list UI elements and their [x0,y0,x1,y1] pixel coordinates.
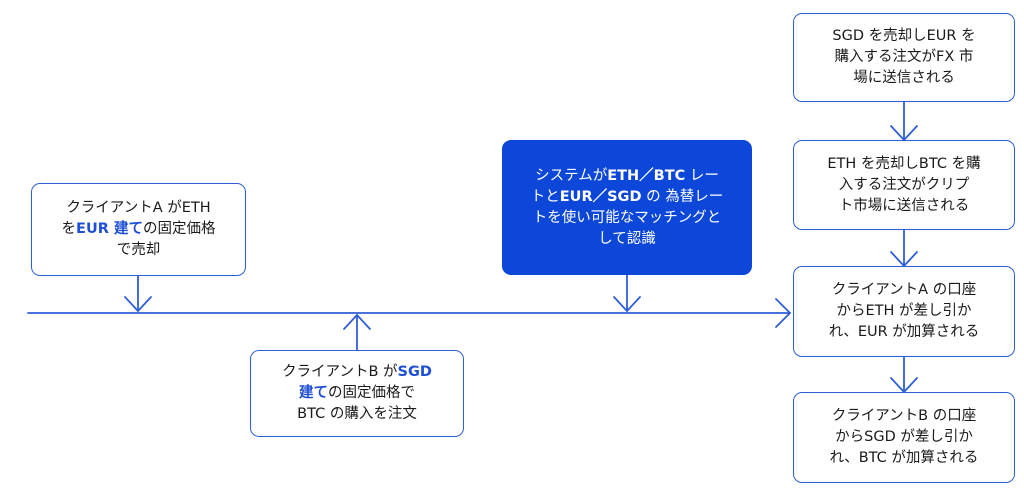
node-text: れ、BTC が加算される [829,450,979,466]
node-text: を [61,221,77,237]
node-text: BTC の購入を注文 [297,406,417,422]
node-text: で売却 [116,242,161,258]
node-text: ト市場に送信される [838,197,970,214]
currency-highlight: SGD [397,364,432,380]
node-text: からSGD が差し引か [835,429,973,445]
node-text: クライアントA の口座 [831,282,977,298]
system-match-node: システムがETH／BTC レー トとEUR／SGD の 為替レー トを使い可能な… [502,140,752,275]
node-text: レー [685,167,719,184]
node-text: れ、EUR が加算される [828,324,980,340]
currency-highlight: EUR 建て [76,221,143,237]
settle-a-node: クライアントA の口座 からETH が差し引か れ、EUR が加算される [793,266,1015,357]
node-text: 購入する注文がFX 市 [834,49,974,65]
node-text: の 為替レー [641,188,724,205]
node-text: クライアントB の口座 [831,408,977,424]
pair-highlight: EUR／SGD [559,188,642,205]
node-text: の固定価格で [328,385,415,401]
crypto-order-node: ETH を売却しBTC を購 入する注文がクリプ ト市場に送信される [793,140,1015,230]
node-text: ETH を売却しBTC を購 [827,155,981,172]
fx-order-node: SGD を売却しEUR を 購入する注文がFX 市 場に送信される [793,13,1015,102]
settle-b-node: クライアントB の口座 からSGD が差し引か れ、BTC が加算される [793,392,1015,483]
node-text: クライアントA がETH [66,200,211,216]
node-text: して認識 [598,230,656,247]
node-text: の固定価格 [142,221,216,237]
pair-highlight: ETH／BTC [607,167,686,184]
node-text: システムが [535,167,608,184]
node-text: トを使い可能なマッチングと [532,209,722,226]
client-b-buy-node: クライアントB がSGD 建ての固定価格で BTC の購入を注文 [250,350,464,437]
timeline-arrowhead [775,298,791,328]
node-text: SGD を売却しEUR を [832,28,976,44]
node-text: クライアントB が [282,364,398,380]
node-text: 入する注文がクリプ [838,176,970,193]
node-text: 場に送信される [853,70,955,86]
node-text: からETH が差し引か [836,303,972,319]
node-text: トと [530,188,560,205]
client-a-sell-node: クライアントA がETH をEUR 建ての固定価格 で売却 [31,183,246,276]
currency-highlight: 建て [299,385,328,401]
